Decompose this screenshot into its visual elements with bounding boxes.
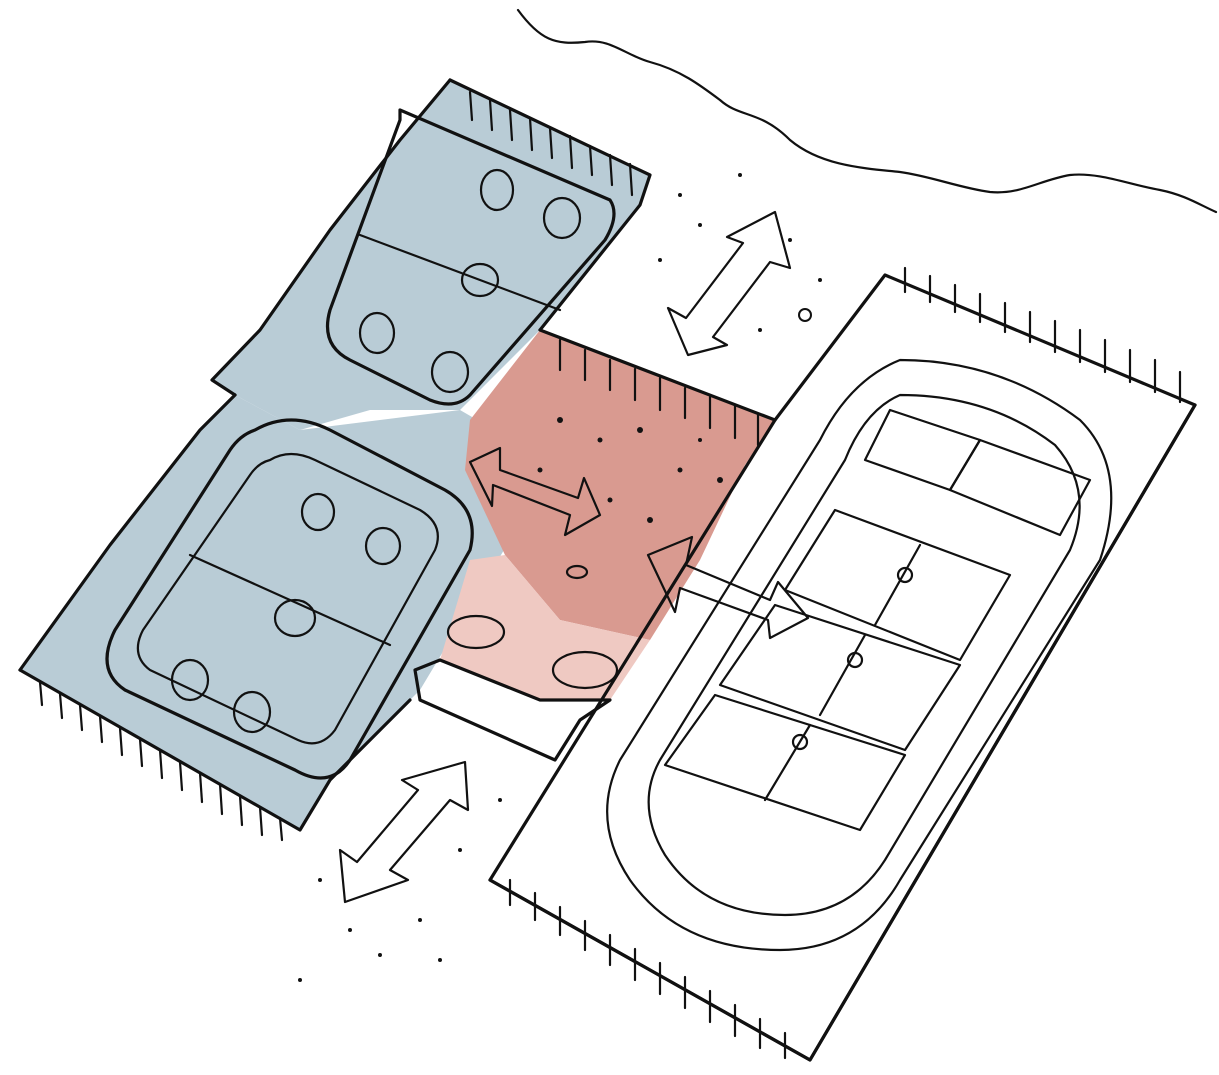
court-field-3 bbox=[665, 695, 905, 830]
arrow-north-access bbox=[668, 212, 790, 355]
court-midline-2 bbox=[820, 635, 865, 715]
court-gray-2 bbox=[950, 440, 1090, 535]
court-midline-1 bbox=[875, 545, 920, 625]
court-gray-1 bbox=[865, 410, 980, 490]
arrow-south-access bbox=[340, 762, 468, 902]
